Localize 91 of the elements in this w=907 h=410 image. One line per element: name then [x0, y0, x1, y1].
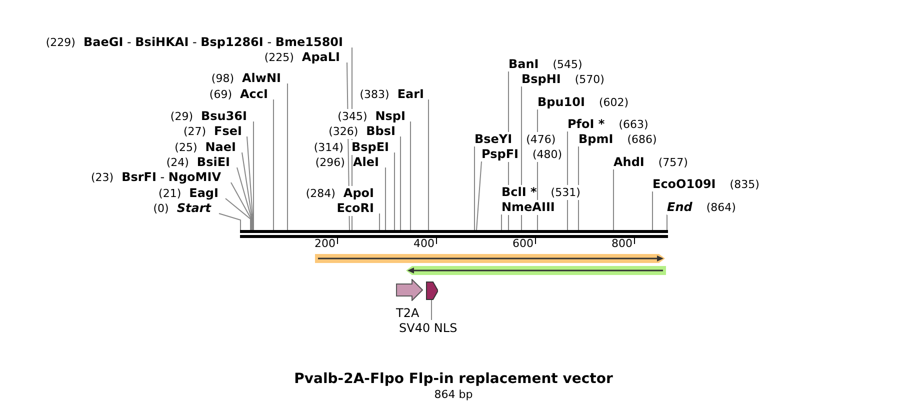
- enzyme-name: BanI: [508, 56, 539, 72]
- base-position: (663): [618, 116, 648, 132]
- leader-line: [246, 136, 254, 230]
- enzyme-name: AleI: [352, 154, 379, 170]
- leader-line: [242, 152, 253, 230]
- base-position: (476): [526, 132, 556, 146]
- enzyme-name: BclI *: [502, 184, 537, 200]
- enzyme-name: BpmI: [578, 132, 614, 146]
- leader-line: [287, 83, 288, 230]
- leader-line: [410, 121, 411, 230]
- enzyme-name: BsiEI: [196, 154, 230, 170]
- enzyme-name: EcoRI: [336, 200, 374, 216]
- base-position: (757): [658, 154, 688, 170]
- base-position: (29): [170, 108, 193, 124]
- leader-line: [394, 152, 395, 230]
- enzyme-name: Bsu36I: [201, 108, 247, 124]
- enzyme-name: BspHI: [522, 72, 561, 86]
- scale-label: 600: [512, 237, 534, 251]
- base-position: (570): [574, 72, 604, 86]
- base-position: (21): [158, 186, 182, 200]
- leader-line: [236, 167, 252, 230]
- enzyme-name: EcoO109I: [652, 176, 716, 192]
- leader-line: [379, 213, 380, 230]
- leader-line: [613, 169, 614, 230]
- leader-line: [428, 99, 429, 230]
- base-position: (383): [360, 86, 390, 102]
- base-position: (98): [211, 70, 234, 86]
- enzyme-name: ApaLI: [302, 50, 340, 64]
- enzyme-name: AhdI: [614, 154, 644, 170]
- enzyme-name: PfoI *: [568, 116, 605, 132]
- enzyme-name: ApoI: [343, 186, 374, 200]
- base-position: (23): [90, 170, 114, 184]
- leader-line: [431, 300, 432, 320]
- enzyme-name: NmeAIII: [502, 200, 555, 214]
- map-end-label: Start: [176, 200, 211, 216]
- base-position: (296): [315, 154, 345, 170]
- sequence-feature-bar: [315, 254, 665, 262]
- base-position: (326): [328, 124, 358, 138]
- base-position: (284): [306, 186, 336, 200]
- base-position: (69): [209, 86, 232, 102]
- enzyme-name: EagI: [189, 186, 218, 200]
- base-position: (24): [166, 154, 189, 170]
- leader-line: [652, 191, 653, 230]
- leader-line: [273, 99, 274, 230]
- enzyme-name: AccI: [240, 86, 268, 102]
- enzyme-name: BspEI: [351, 140, 389, 154]
- enzyme-name: BaeGI - BsiHKAI - Bsp1286I - Bme1580I: [83, 34, 343, 50]
- scale-label: 800: [612, 237, 632, 251]
- enzyme-name: Bpu10I: [538, 94, 585, 110]
- enzyme-name: PspFI: [482, 146, 518, 162]
- leader-line: [218, 213, 241, 230]
- base-position: (864): [706, 200, 736, 214]
- base-position: (835): [730, 176, 760, 192]
- leader-line: [225, 198, 251, 230]
- base-position: (229): [46, 34, 76, 50]
- base-position: (686): [627, 132, 657, 146]
- base-position: (0): [153, 200, 169, 216]
- leader-line: [400, 136, 401, 230]
- enzyme-name: BseYI: [474, 132, 512, 146]
- leader-line: [474, 146, 475, 230]
- enzyme-name: BbsI: [366, 124, 396, 138]
- sequence-length: 864 bp: [434, 388, 473, 402]
- sequence-feature-block: [426, 280, 438, 300]
- feature-label: T2A: [396, 306, 420, 320]
- base-position: (345): [338, 108, 368, 124]
- base-position: (602): [598, 94, 629, 110]
- map-title: Pvalb-2A-Flpo Flp-in replacement vector: [294, 370, 613, 388]
- scale-label: 200: [314, 237, 336, 251]
- feature-label: SV40 NLS: [399, 320, 458, 336]
- leader-line: [385, 167, 386, 230]
- enzyme-name: NaeI: [205, 140, 236, 154]
- leader-line: [666, 214, 668, 230]
- sequence-backbone: [240, 230, 668, 238]
- leader-line: [253, 121, 254, 230]
- base-position: (314): [314, 140, 344, 154]
- leader-line: [230, 182, 252, 230]
- scale-label: 400: [414, 237, 434, 251]
- base-position: (225): [264, 50, 294, 64]
- base-position: (531): [550, 184, 580, 200]
- enzyme-name: NspI: [375, 108, 406, 124]
- base-position: (545): [552, 56, 582, 72]
- base-position: (25): [174, 140, 198, 154]
- leader-line: [476, 161, 482, 230]
- enzyme-name: FseI: [214, 124, 242, 138]
- sequence-feature-bar: [406, 266, 666, 274]
- enzyme-name: BsrFI - NgoMIV: [122, 170, 221, 184]
- leader-line: [501, 214, 502, 230]
- base-position: (27): [183, 124, 206, 138]
- map-end-label: End: [667, 200, 692, 214]
- base-position: (480): [532, 146, 562, 162]
- enzyme-name: EarI: [397, 86, 424, 102]
